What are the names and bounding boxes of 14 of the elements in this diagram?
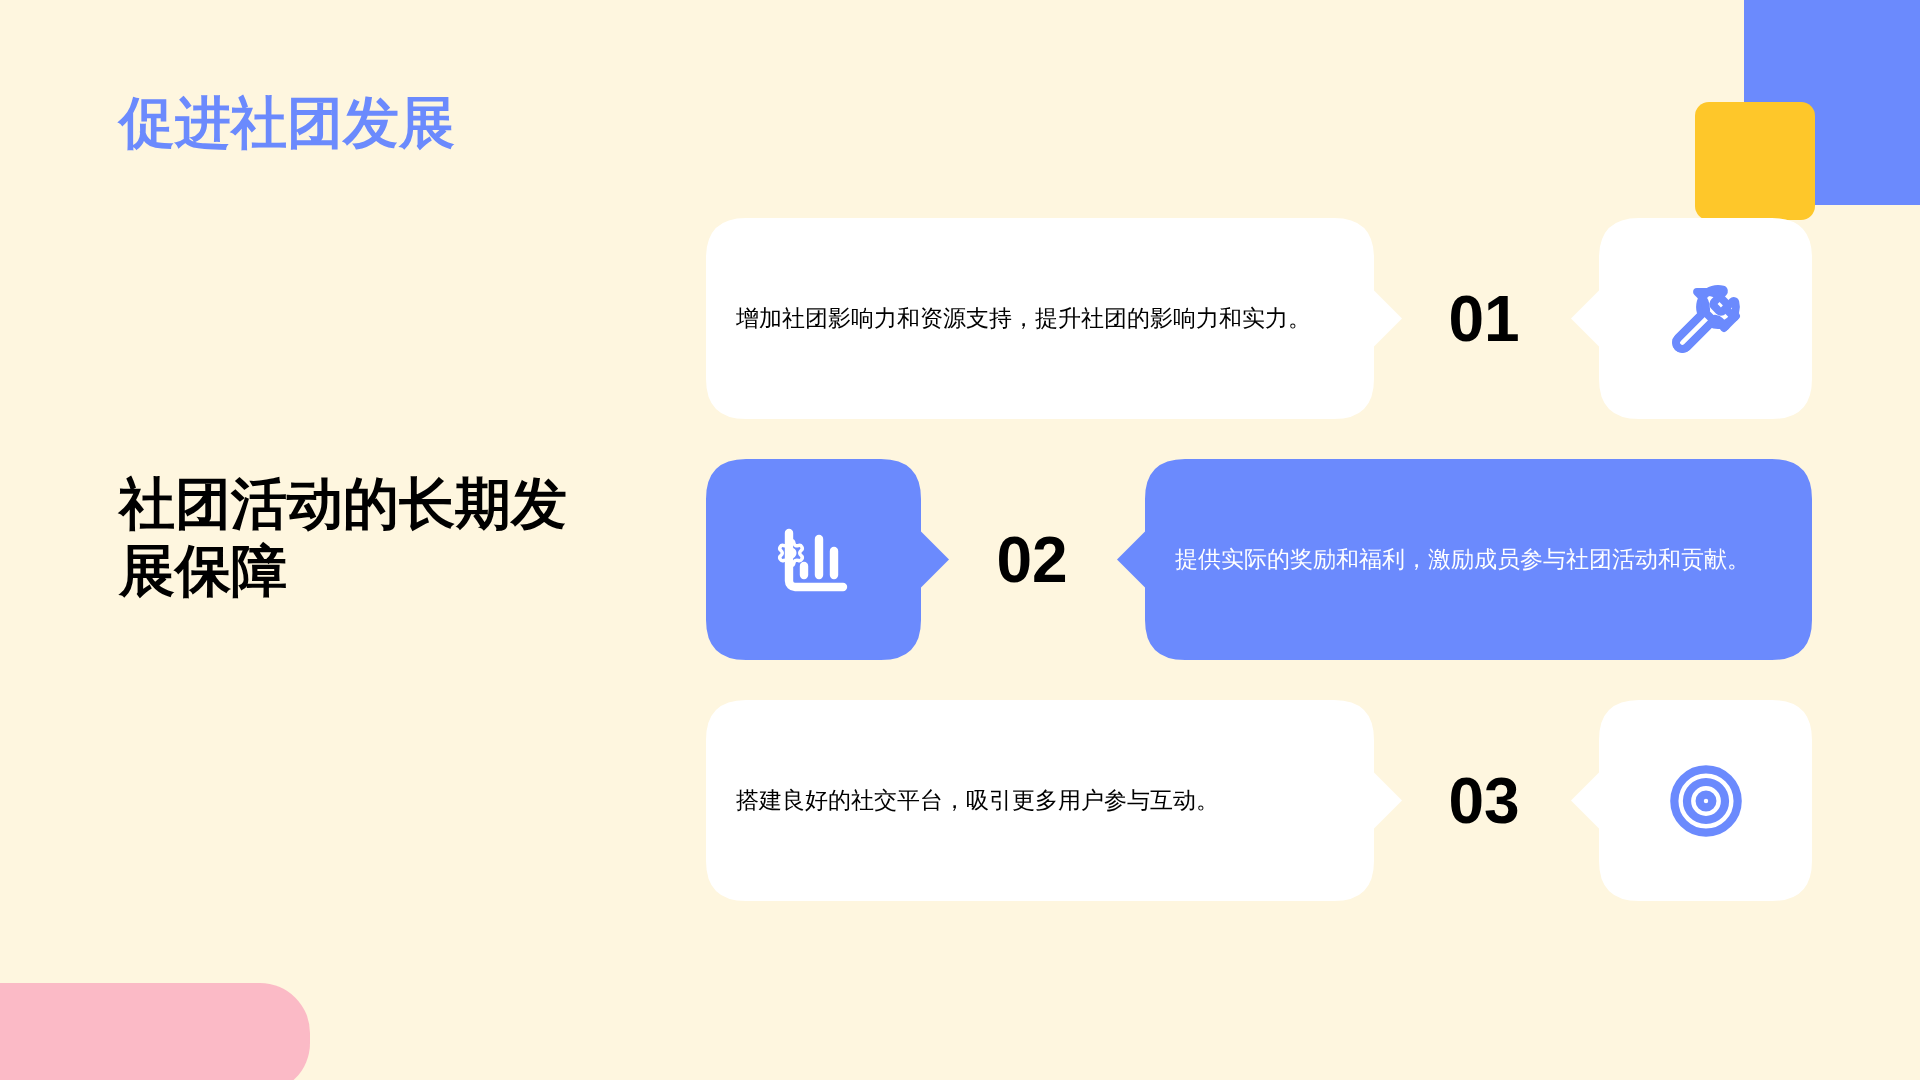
card-text: 搭建良好的社交平台，吸引更多用户参与互动。 (736, 785, 1219, 815)
icon-card (706, 459, 949, 660)
card-text: 提供实际的奖励和福利，激励成员参与社团活动和贡献。 (1175, 544, 1750, 574)
subtitle: 社团活动的长期发展保障 (119, 471, 568, 605)
card-text: 增加社团影响力和资源支持，提升社团的影响力和实力。 (736, 303, 1311, 333)
icon-card (1571, 700, 1812, 901)
step-number: 01 (1448, 286, 1520, 351)
icon-card (1571, 218, 1812, 419)
text-card (706, 700, 1402, 901)
step-number: 02 (996, 527, 1068, 592)
step-number: 03 (1448, 768, 1520, 833)
title: 促进社团发展 (119, 90, 455, 156)
text-card (706, 218, 1402, 419)
text-card (1117, 459, 1812, 660)
